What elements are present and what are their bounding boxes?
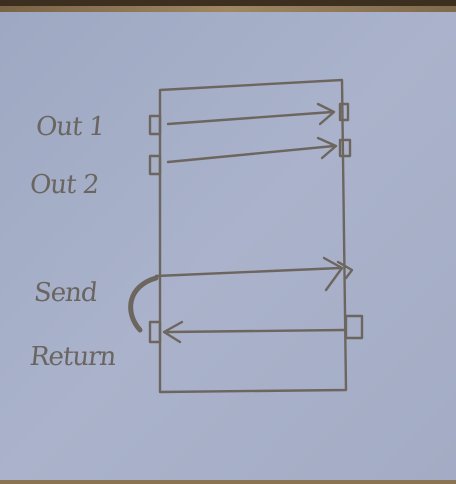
out2-right-jack xyxy=(338,138,352,158)
send-label: Send xyxy=(32,278,99,308)
out2-label: Out 2 xyxy=(28,170,100,200)
out1-jack xyxy=(148,114,162,136)
send-right-jack xyxy=(336,260,354,280)
return-label: Return xyxy=(28,342,117,372)
send-arrowhead xyxy=(322,256,344,292)
send-return-loop xyxy=(128,275,159,333)
out1-arrow-line xyxy=(166,110,334,126)
return-jack xyxy=(148,320,162,344)
out2-arrowhead xyxy=(316,136,338,160)
pencil-strokes xyxy=(128,78,364,394)
device-box xyxy=(158,78,348,394)
out1-label: Out 1 xyxy=(34,112,106,142)
return-arrow-line xyxy=(166,328,346,334)
out1-right-jack xyxy=(338,102,350,122)
return-right-jack xyxy=(344,314,364,340)
send-arrow-line xyxy=(154,266,342,278)
wood-shadow xyxy=(0,0,456,6)
return-arrowhead xyxy=(162,320,184,344)
out1-arrowhead xyxy=(316,102,336,126)
out2-jack xyxy=(148,154,162,176)
out2-arrow-line xyxy=(166,144,336,164)
paper-sheet xyxy=(0,12,456,480)
